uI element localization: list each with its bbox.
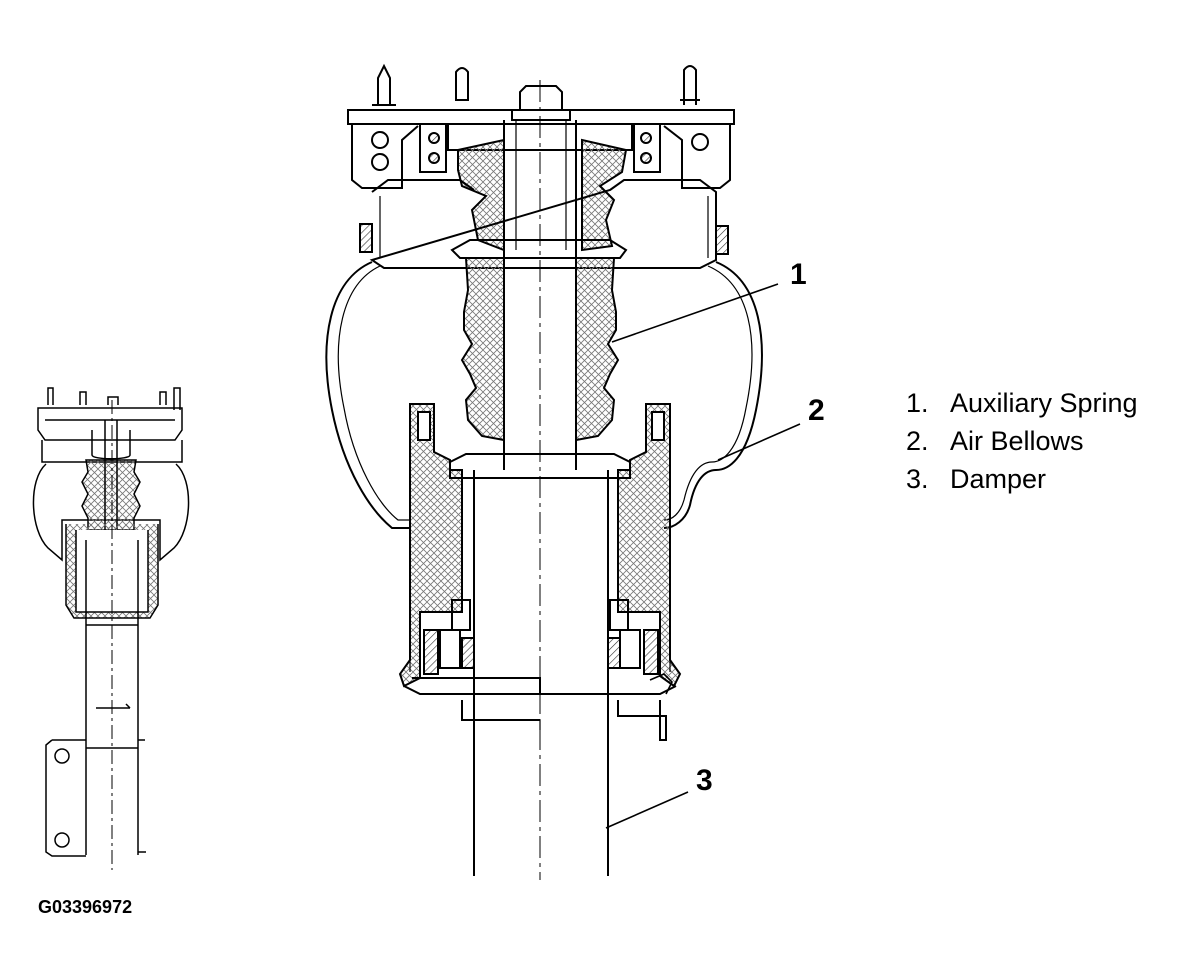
seal-rings: [423, 599, 659, 675]
top-mount-studs: [372, 63, 700, 106]
figure-id: G03396972: [38, 897, 133, 917]
legend-number: 2.: [906, 426, 929, 456]
auxiliary-spring: [460, 257, 620, 442]
spring-seat: [450, 239, 628, 259]
legend-item: 1. Auxiliary Spring: [906, 384, 1138, 422]
parts-legend: 1. Auxiliary Spring 2. Air Bellows 3. Dampe…: [906, 384, 1138, 498]
bellows-cap: [369, 179, 717, 269]
legend-item: 3. Damper: [906, 460, 1138, 498]
damper-top-guide: [449, 453, 631, 479]
legend-label: Damper: [950, 464, 1047, 494]
leader-air-bellows: [717, 423, 801, 461]
overview-damper-tube: [85, 540, 139, 855]
callout-1: 1: [790, 258, 807, 291]
overview-top-studs: [47, 387, 181, 410]
leader-auxiliary-spring: [611, 283, 779, 343]
legend-number: 3.: [906, 464, 929, 494]
main-strut-section: [325, 63, 801, 880]
rubber-top-bearing: [457, 138, 628, 252]
lower-retainer: [403, 677, 677, 695]
leader-damper: [605, 791, 689, 829]
overview-bracket: [45, 739, 146, 857]
overview-top-mount: [37, 407, 183, 441]
legend-label: Auxiliary Spring: [950, 388, 1138, 418]
top-mount: [347, 109, 735, 189]
callout-3: 3: [696, 764, 713, 797]
overview-strut: [32, 387, 190, 870]
legend-number: 1.: [906, 388, 929, 418]
legend-label: Air Bellows: [950, 426, 1084, 456]
callout-2: 2: [808, 394, 825, 427]
overview-aux-spring: [81, 459, 141, 531]
air-bellows-skin: [325, 261, 763, 529]
damper-tube: [473, 470, 609, 876]
legend-item: 2. Air Bellows: [906, 422, 1138, 460]
rod-nut: [511, 85, 571, 121]
